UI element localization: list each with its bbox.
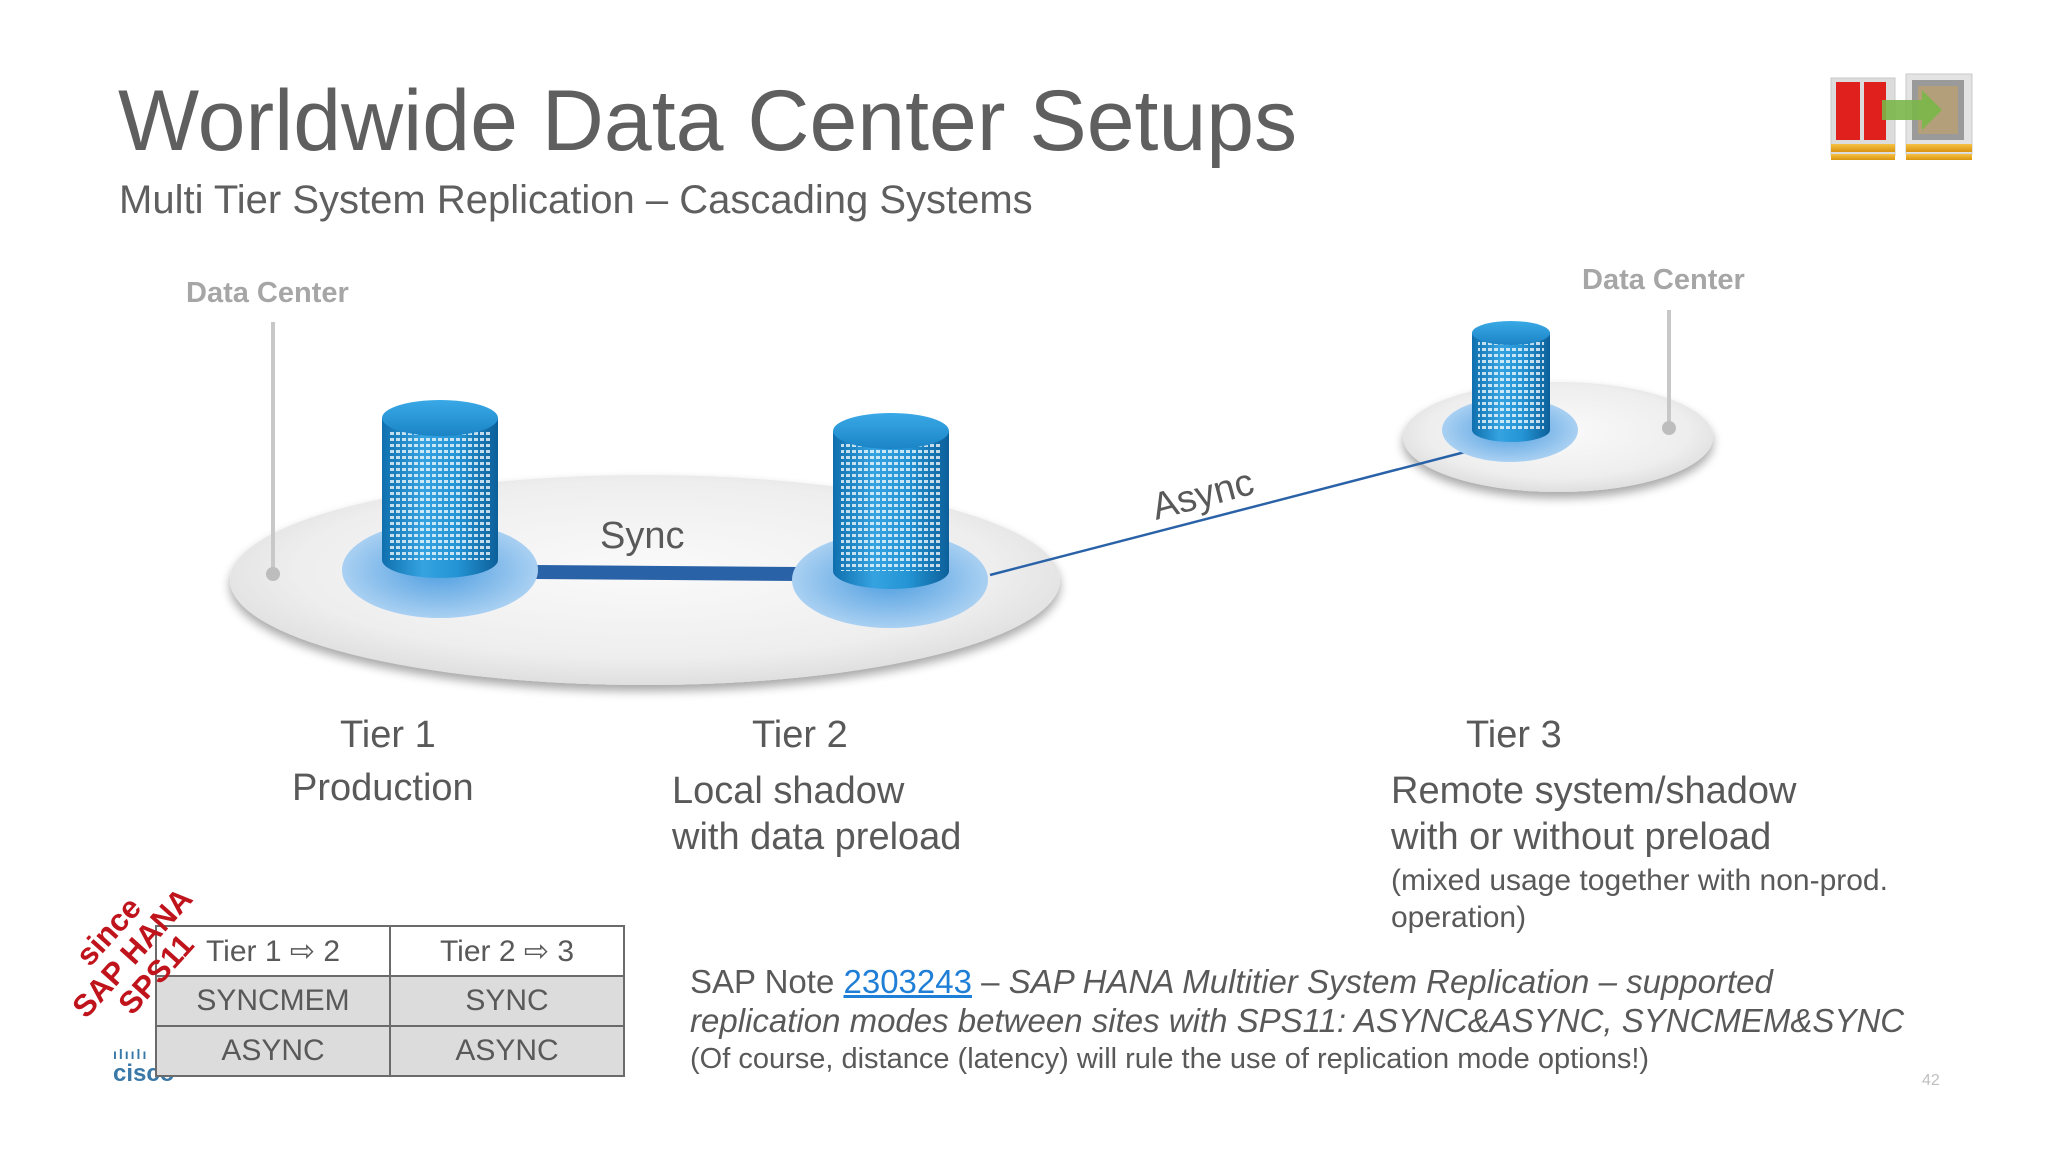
table-cell: SYNC bbox=[389, 975, 625, 1027]
tier3-description-line2: with or without preload bbox=[1391, 816, 1772, 858]
sap-note-link[interactable]: 2303243 bbox=[843, 963, 972, 1000]
tier1-description: Production bbox=[292, 767, 474, 809]
note-line2: replication modes between sites with SPS… bbox=[690, 1002, 1905, 1039]
tier3-note-line2: operation) bbox=[1391, 901, 1527, 934]
note-line3: (Of course, distance (latency) will rule… bbox=[690, 1043, 1650, 1075]
right-datacenter-label: Data Center bbox=[1582, 264, 1745, 296]
note-title: SAP HANA Multitier System Replication – … bbox=[1008, 963, 1773, 1000]
table-cell: ASYNC bbox=[155, 1025, 391, 1077]
tier2-database-icon bbox=[792, 413, 988, 628]
page-subtitle: Multi Tier System Replication – Cascadin… bbox=[119, 178, 1033, 222]
sync-label: Sync bbox=[600, 515, 684, 557]
tier2-description-line2: with data preload bbox=[672, 816, 962, 858]
cisco-logo-bars: ılıılı bbox=[113, 1046, 149, 1062]
tier3-name: Tier 3 bbox=[1466, 714, 1562, 756]
table-cell: SYNCMEM bbox=[155, 975, 391, 1027]
async-link bbox=[989, 450, 1466, 577]
table-header-tier1-2: Tier 1 ⇨ 2 bbox=[155, 925, 391, 977]
tier1-database-icon bbox=[342, 400, 538, 618]
left-datacenter-pin bbox=[266, 567, 280, 581]
sap-hana-logo bbox=[1826, 70, 1978, 166]
tier3-description-line1: Remote system/shadow bbox=[1391, 770, 1797, 812]
replication-mode-table: Tier 1 ⇨ 2 Tier 2 ⇨ 3 SYNCMEM SYNC ASYNC… bbox=[155, 925, 625, 1077]
tier1-name: Tier 1 bbox=[340, 714, 436, 756]
sync-link bbox=[534, 565, 801, 581]
page-title: Worldwide Data Center Setups bbox=[118, 73, 1298, 169]
tier2-description-line1: Local shadow bbox=[672, 770, 905, 812]
note-dash: – bbox=[971, 963, 1009, 1000]
sap-note: SAP Note 2303243 – SAP HANA Multitier Sy… bbox=[690, 962, 1904, 1079]
tier3-note-line1: (mixed usage together with non-prod. bbox=[1391, 864, 1888, 897]
tier2-name: Tier 2 bbox=[752, 714, 848, 756]
table-header-tier2-3: Tier 2 ⇨ 3 bbox=[389, 925, 625, 977]
tier3-database-icon bbox=[1442, 321, 1578, 462]
left-datacenter-label: Data Center bbox=[186, 277, 349, 309]
table-cell: ASYNC bbox=[389, 1025, 625, 1077]
note-prefix: SAP Note bbox=[690, 963, 844, 1000]
page-number: 42 bbox=[1922, 1072, 1940, 1089]
right-datacenter-pin bbox=[1662, 421, 1676, 435]
cisco-logo: ılıılı cisco bbox=[113, 1044, 174, 1086]
